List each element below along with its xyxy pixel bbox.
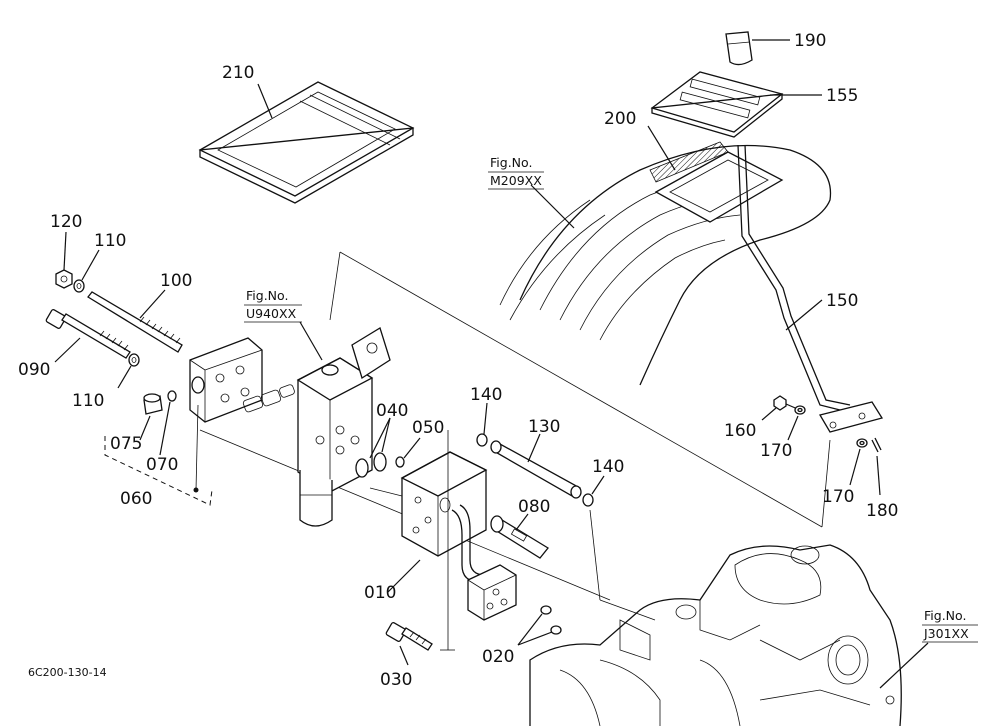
part-090-bolt xyxy=(45,309,131,363)
label-010: 010 xyxy=(364,583,396,603)
fig-ref-j301-line2: J301XX xyxy=(923,626,969,641)
label-180: 180 xyxy=(866,501,898,521)
label-080: 080 xyxy=(518,497,550,517)
label-060: 060 xyxy=(120,489,152,509)
fig-ref-m209-line1: Fig.No. xyxy=(490,155,532,170)
part-020-o-rings xyxy=(517,605,562,646)
label-120: 120 xyxy=(50,212,82,232)
label-130: 130 xyxy=(528,417,560,437)
label-150: 150 xyxy=(826,291,858,311)
fig-ref-u940-line2: U940XX xyxy=(246,306,297,321)
figure-ref-m209: Fig.No. M209XX xyxy=(488,155,544,190)
label-170-lower: 170 xyxy=(822,487,854,507)
label-170-upper: 170 xyxy=(760,441,792,461)
label-200: 200 xyxy=(604,109,636,129)
assembly-060-bracket xyxy=(104,404,213,506)
part-labels: 190 155 210 200 120 110 100 090 110 075 … xyxy=(18,31,898,690)
label-155: 155 xyxy=(826,86,858,106)
label-090: 090 xyxy=(18,360,50,380)
part-140-o-ring-lower xyxy=(582,475,605,507)
label-075: 075 xyxy=(110,434,142,454)
label-110-lower: 110 xyxy=(72,391,104,411)
part-210-manual xyxy=(198,81,415,204)
part-110-washer-lower xyxy=(117,353,140,389)
label-110-upper: 110 xyxy=(94,231,126,251)
label-190: 190 xyxy=(794,31,826,51)
label-040: 040 xyxy=(376,401,408,421)
part-130-pipe xyxy=(490,433,582,499)
part-170-washer-lower xyxy=(849,438,868,486)
drawing-code: 6C200-130-14 xyxy=(28,666,107,679)
figure-ref-u940: Fig.No. U940XX xyxy=(244,288,302,323)
figure-ref-j301: Fig.No. J301XX xyxy=(922,608,978,643)
label-050: 050 xyxy=(412,418,444,438)
part-040-o-rings xyxy=(355,417,391,478)
part-050-o-ring xyxy=(395,437,421,468)
label-100: 100 xyxy=(160,271,192,291)
fig-ref-m209-line2: M209XX xyxy=(490,173,542,188)
label-070: 070 xyxy=(146,455,178,475)
part-155-cover-plate xyxy=(650,71,822,138)
part-fitting-block xyxy=(467,564,517,621)
label-140-upper: 140 xyxy=(470,385,502,405)
part-170-washer-upper xyxy=(787,405,806,441)
fig-ref-u940-line1: Fig.No. xyxy=(246,288,288,303)
housing-j301-region xyxy=(529,544,929,726)
part-110-washer-upper xyxy=(73,249,100,293)
part-075-plug xyxy=(139,393,163,441)
part-190-knob xyxy=(725,31,790,66)
part-070-o-ring xyxy=(159,390,177,456)
part-030-bolt xyxy=(385,622,433,666)
fender-m209-region xyxy=(499,125,832,386)
part-160-bolt xyxy=(761,395,801,421)
label-030: 030 xyxy=(380,670,412,690)
part-120-nut xyxy=(55,231,73,289)
part-150-lever xyxy=(737,144,884,433)
valve-assembly-u940-region xyxy=(296,321,391,527)
part-080-sleeve xyxy=(490,513,549,559)
part-010-valve-block xyxy=(387,451,488,593)
part-140-o-ring-upper xyxy=(476,402,488,447)
part-180-pin xyxy=(871,437,882,496)
fig-ref-j301-line1: Fig.No. xyxy=(924,608,966,623)
label-160: 160 xyxy=(724,421,756,441)
gasket-set xyxy=(242,384,295,413)
label-020: 020 xyxy=(482,647,514,667)
part-plate-bracket xyxy=(189,337,263,423)
label-210: 210 xyxy=(222,63,254,83)
part-100-stud-bolt xyxy=(87,289,183,353)
label-140-lower: 140 xyxy=(592,457,624,477)
